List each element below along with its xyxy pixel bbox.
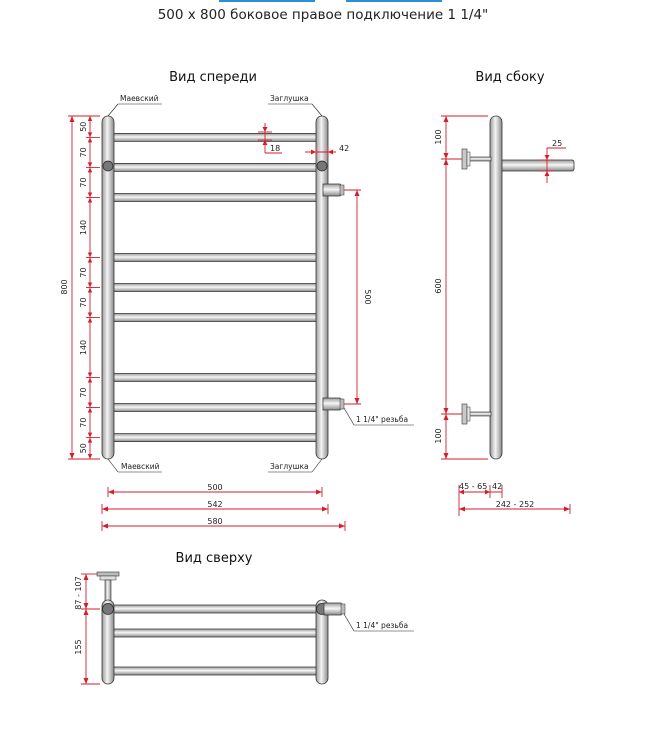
top-connection-nipple <box>323 602 346 616</box>
front-connection-bottom <box>322 397 345 411</box>
front-dim-segment: 70 <box>79 267 88 277</box>
header-accent-bar-right <box>346 0 442 2</box>
front-dim-arrow <box>87 137 93 143</box>
front-rung <box>107 193 323 202</box>
front-dim-segment: 70 <box>79 387 88 397</box>
front-label-mayevsky-top: Маевский <box>120 94 159 103</box>
front-dim-segment: 70 <box>79 147 88 157</box>
front-dim-arrow <box>87 167 93 173</box>
side-dim-middle: 600 <box>434 278 443 293</box>
front-dim-arrow <box>87 192 93 198</box>
front-label-mayevsky-bottom: Маевский <box>121 462 160 471</box>
front-rung <box>107 162 323 172</box>
front-mayevsky-valve <box>102 160 114 172</box>
top-view-title: Вид сверху <box>176 551 253 566</box>
front-width-dims: 500 542 580 <box>101 483 346 531</box>
side-wall-mount-top <box>461 148 492 170</box>
front-dim-arrow <box>87 432 93 438</box>
front-dim-segment: 70 <box>79 177 88 187</box>
side-wall-mount-bottom <box>461 403 492 425</box>
front-dim-segment: 70 <box>79 297 88 307</box>
side-dim-offset: 45 - 65 <box>459 482 487 491</box>
front-dim-arrow <box>87 197 93 203</box>
front-rung <box>107 433 323 443</box>
front-dim-arrow <box>87 287 93 293</box>
front-dim-width-500: 500 <box>207 483 222 492</box>
front-dim-arrow <box>87 312 93 318</box>
top-right-post <box>315 599 329 685</box>
side-view-title: Вид сбоку <box>475 70 544 85</box>
top-rail-3 <box>107 666 323 676</box>
side-dim-depth: 242 - 252 <box>496 500 535 509</box>
front-rungs <box>107 132 323 443</box>
side-dim-bottom: 100 <box>434 428 443 443</box>
top-mayevsky-valve <box>102 603 114 615</box>
front-plug <box>316 160 328 172</box>
top-dim-lower: 155 <box>74 639 83 654</box>
page-title: 500 х 800 боковое правое подключение 1 1… <box>158 7 489 23</box>
side-view: Вид сбоку 100 600 100 <box>434 70 575 516</box>
top-rail-2 <box>107 628 323 638</box>
front-dimension-chain: 50 70 70 140 70 70 140 70 70 50 <box>79 115 100 460</box>
front-label-plug-bottom: Заглушка <box>270 462 309 471</box>
side-upright <box>489 115 503 460</box>
front-rung <box>107 373 323 382</box>
front-view: Вид спереди Маевский Заглушка Маевский З… <box>60 70 414 531</box>
top-rail-1 <box>107 604 323 614</box>
front-dim-segment: 50 <box>79 443 88 453</box>
front-label-thread: 1 1/4" резьба <box>356 415 408 424</box>
front-dim-arrow <box>87 437 93 443</box>
front-dim-total-height: 800 <box>60 279 69 294</box>
front-dim-rung: 18 <box>270 144 280 153</box>
front-dim-arrow <box>87 162 93 168</box>
front-dim-arrow <box>87 372 93 378</box>
top-left-post <box>101 599 115 685</box>
front-rung <box>107 132 323 142</box>
top-label-thread: 1 1/4" резьба <box>356 621 408 630</box>
front-label-plug-top: Заглушка <box>270 94 309 103</box>
side-dim-pipe: 25 <box>552 139 562 148</box>
front-dim-arrow <box>87 132 93 138</box>
header-accent-bar-left <box>219 0 315 2</box>
front-dim-width-580: 580 <box>207 517 222 526</box>
front-dim-arrow <box>87 407 93 413</box>
side-dim-top: 100 <box>434 129 443 144</box>
front-dim-width-542: 542 <box>207 500 222 509</box>
top-view: Вид сверху 1 1/4" резьба <box>74 551 414 685</box>
front-dim-arrow <box>87 454 93 459</box>
side-connection-pipe <box>499 159 575 172</box>
front-dim-pipe: 42 <box>339 144 349 153</box>
front-dim-arrow <box>87 377 93 383</box>
front-dim-arrow <box>87 402 93 408</box>
front-rung <box>107 403 323 412</box>
front-dim-segment: 140 <box>79 340 88 355</box>
front-dim-segment: 70 <box>79 418 88 428</box>
front-dim-connection: 500 <box>363 289 372 304</box>
top-wall-mount <box>96 571 120 605</box>
front-rung <box>107 313 323 322</box>
front-dim-arrow <box>87 116 93 121</box>
front-dim-arrow <box>87 257 93 263</box>
side-dim-pipe-42: 42 <box>492 482 502 491</box>
front-connection-top <box>322 183 345 197</box>
front-rung <box>107 253 323 262</box>
front-dim-arrow <box>87 252 93 258</box>
front-dim-arrow <box>87 317 93 323</box>
front-dim-segment: 50 <box>79 122 88 132</box>
front-view-title: Вид спереди <box>169 70 257 85</box>
front-rung <box>107 283 323 292</box>
front-dim-arrow <box>87 282 93 288</box>
front-dim-segment: 140 <box>79 220 88 235</box>
top-dim-upper: 87 - 107 <box>74 576 83 609</box>
